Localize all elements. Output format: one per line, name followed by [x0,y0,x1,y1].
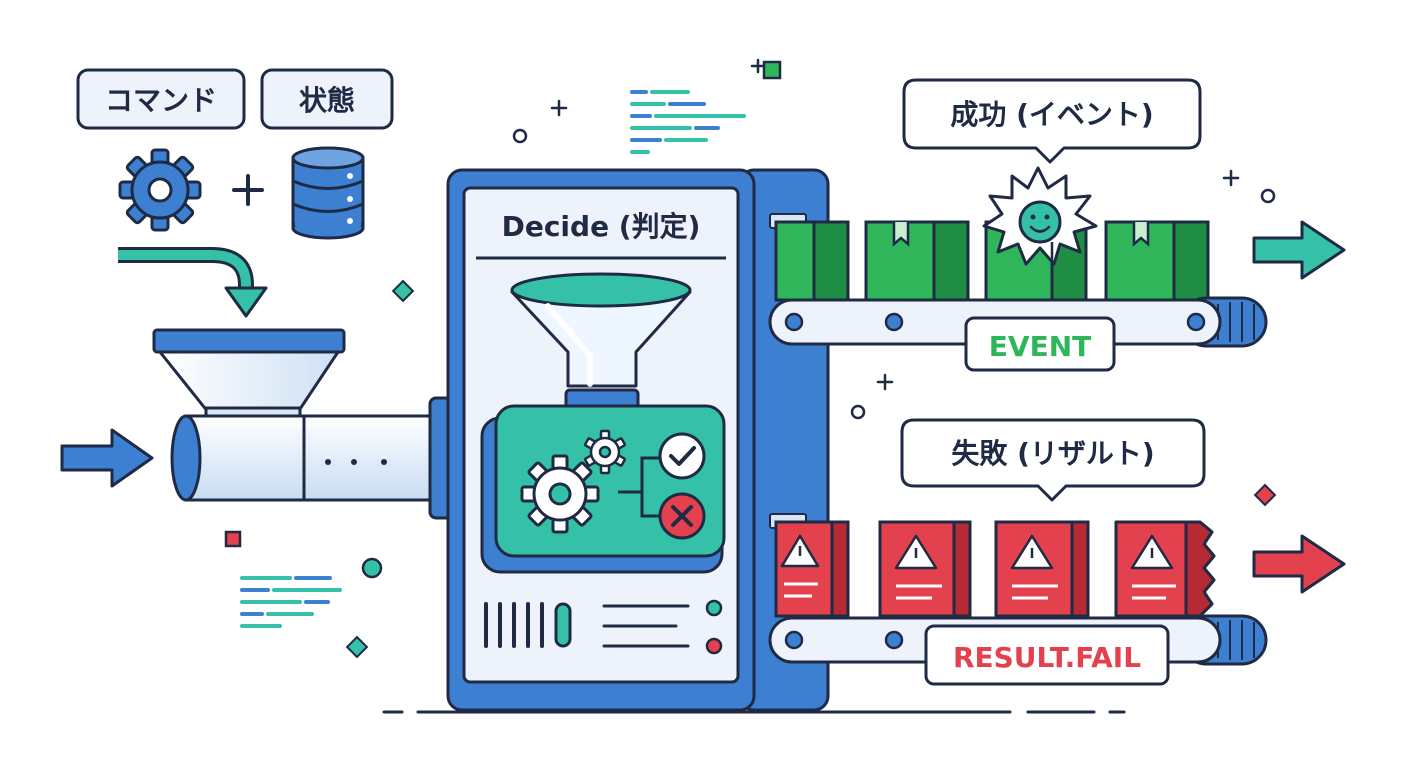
smiley-icon [982,166,1098,282]
status-light-green [705,599,723,617]
decide-title: Decide (判定) [502,210,701,243]
decorations [224,58,1277,659]
database-icon [291,146,365,240]
decide-machine: Decide (判定) [446,168,830,712]
gear-icon [583,429,627,475]
failure-label: 失敗 (リザルト) [900,418,1206,502]
fail-card [1114,520,1216,618]
arrow-right-icon [1252,220,1346,280]
success-label-text: 成功 (イベント) [950,98,1153,131]
state-label-text: 状態 [299,84,355,117]
state-label: 状態 [260,68,394,130]
hopper [152,328,346,424]
event-tag: EVENT [964,316,1116,372]
input-pipe [170,396,460,520]
failure-label-text: 失敗 (リザルト) [951,437,1154,470]
plus-icon [232,174,264,206]
success-label: 成功 (イベント) [902,78,1202,164]
fail-card [878,520,972,618]
arrow-right-icon [60,428,154,488]
fail-tag-text: RESULT.FAIL [953,641,1141,674]
check-icon [658,432,706,480]
fail-card [994,520,1090,618]
event-box [864,220,970,302]
status-light-red [705,637,723,655]
command-label-text: コマンド [105,84,217,117]
event-box [1104,220,1210,302]
curved-arrow-icon [118,247,268,318]
fail-tag: RESULT.FAIL [924,624,1170,686]
cross-icon [658,492,706,540]
processor-unit [480,404,726,574]
event-tag-text: EVENT [989,330,1091,363]
event-boxes [774,220,1210,302]
fail-cards [774,520,1216,618]
arrow-right-icon [1252,534,1346,594]
gear-icon [520,454,600,534]
fail-card [774,520,850,618]
vent-panel [484,602,690,648]
event-box [774,220,850,302]
command-label: コマンド [76,68,246,130]
gear-icon [118,148,202,232]
